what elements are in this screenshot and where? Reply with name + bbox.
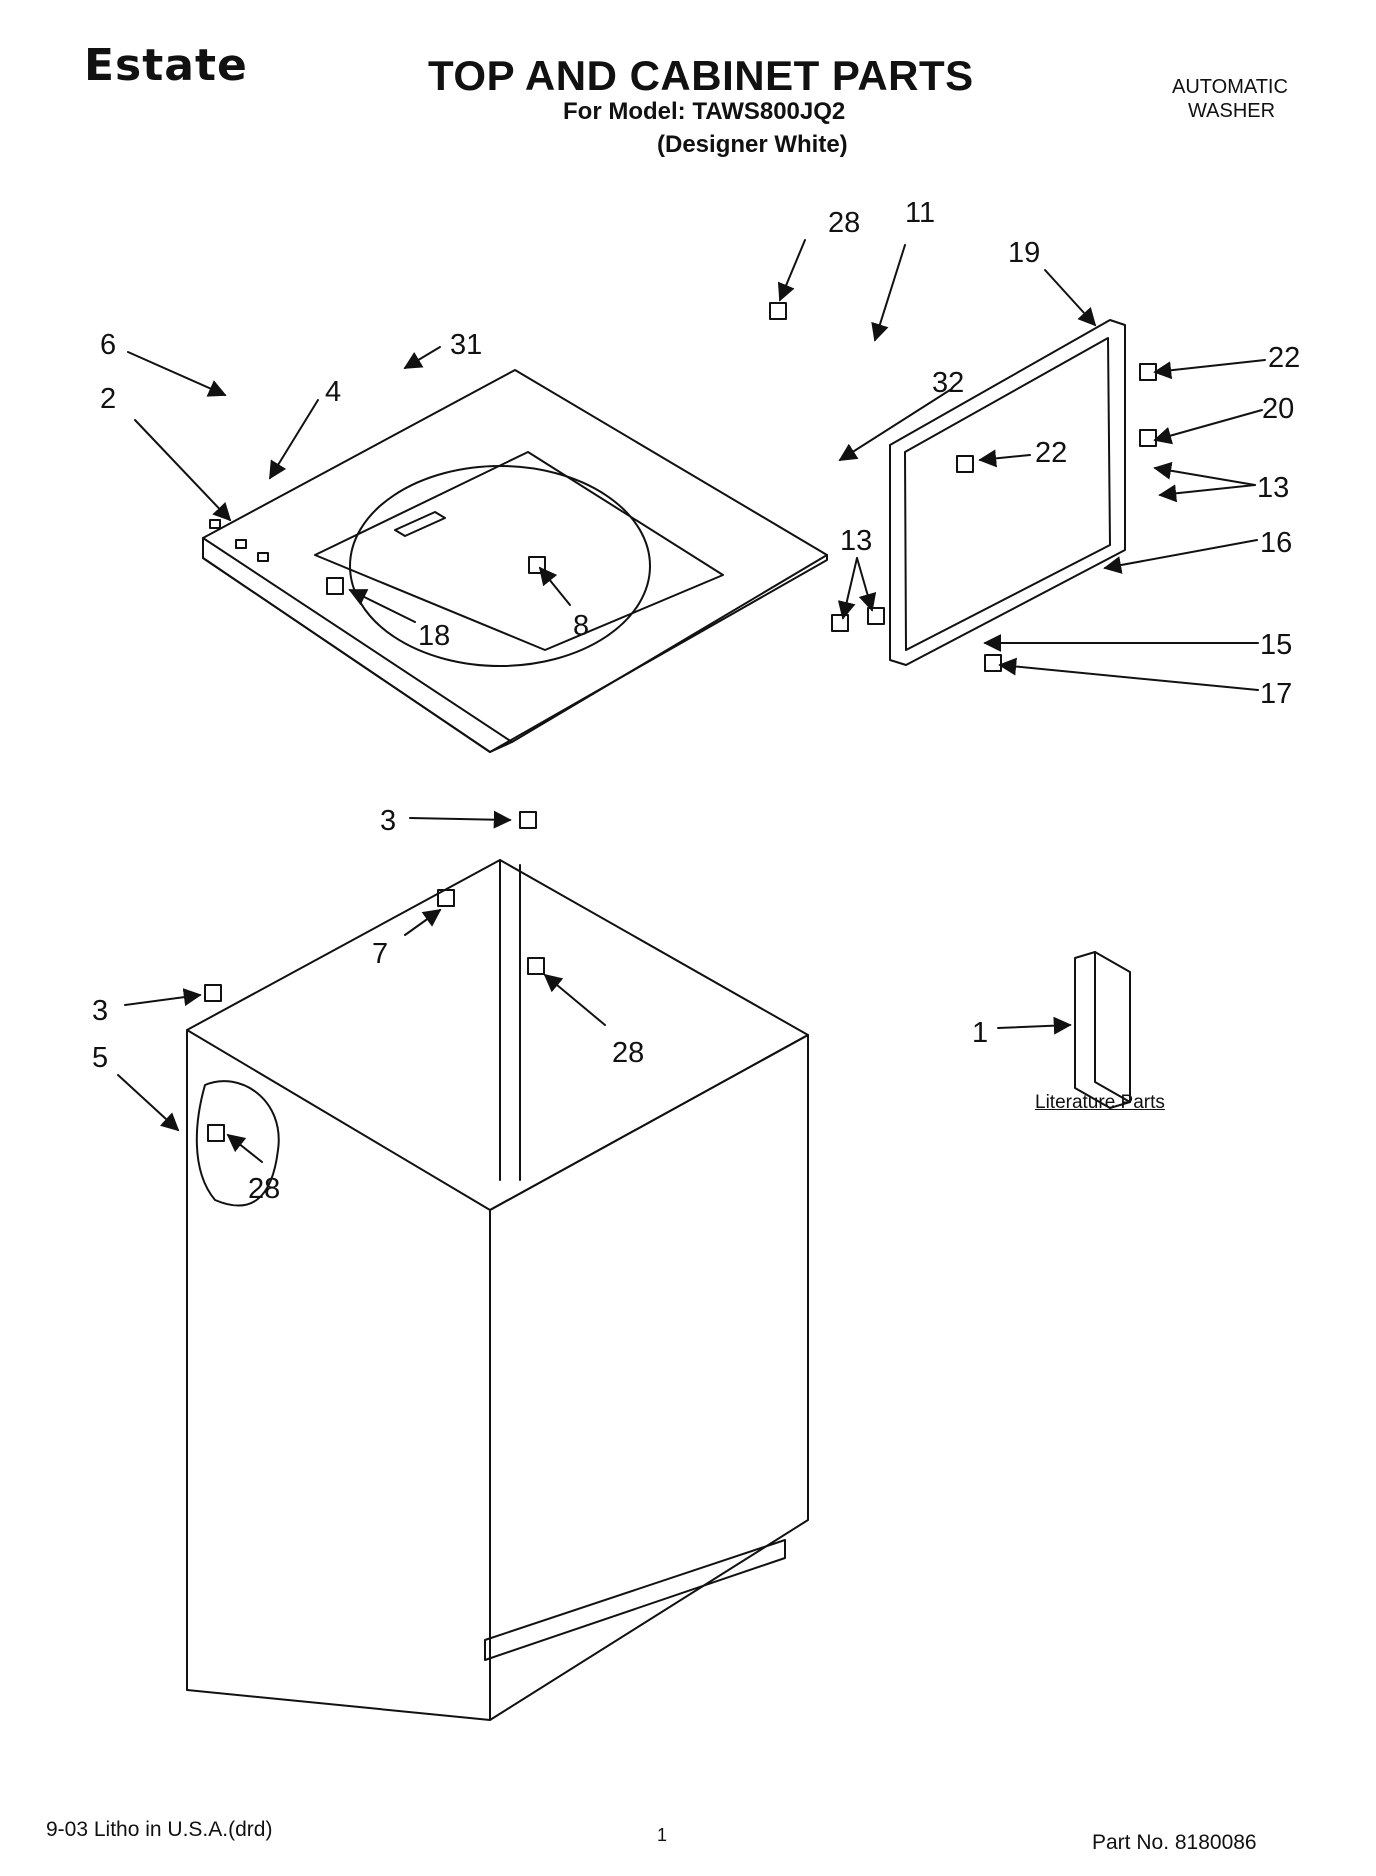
footer-litho: 9-03 Litho in U.S.A.(drd) [46, 1818, 273, 1841]
product-type-line2: WASHER [1188, 100, 1276, 122]
literature-booklet [1074, 951, 1131, 1109]
callout-22-a: 22 [1268, 342, 1300, 374]
variant-line: (Designer White) [657, 131, 848, 158]
callout-8: 8 [573, 610, 589, 642]
washer-top-part [202, 369, 828, 753]
model-line: For Model: TAWS800JQ2 [563, 98, 846, 125]
callout-7: 7 [372, 938, 388, 970]
callout-28-c: 28 [248, 1173, 280, 1205]
callout-3-a: 3 [380, 805, 396, 837]
leader-lines [117, 239, 1266, 1163]
cabinet-part [186, 859, 809, 1721]
footer-part-number: Part No. 8180086 [1092, 1831, 1257, 1854]
callout-28-a: 28 [828, 207, 860, 239]
callout-3-b: 3 [92, 995, 108, 1027]
callout-4: 4 [325, 376, 341, 408]
small-fasteners [204, 302, 1157, 1142]
callouts: 28 11 19 22 6 31 2 4 32 20 22 13 16 8 18… [92, 197, 1300, 1205]
callout-11: 11 [905, 197, 935, 229]
callout-20: 20 [1262, 393, 1294, 425]
callout-2: 2 [100, 383, 116, 415]
callout-28-b: 28 [612, 1037, 644, 1069]
callout-5: 5 [92, 1042, 108, 1074]
callout-17: 17 [1260, 678, 1292, 710]
callout-15: 15 [1260, 629, 1292, 661]
callout-19: 19 [1008, 237, 1040, 269]
callout-22-b: 22 [1035, 437, 1067, 469]
lid-frame-part [889, 319, 1126, 666]
brand-logo: Estate [84, 40, 248, 91]
footer-page-number: 1 [657, 1825, 668, 1845]
page-title: TOP AND CABINET PARTS [428, 52, 974, 99]
callout-13-b: 13 [840, 525, 872, 557]
literature-parts-label: Literature Parts [1035, 1092, 1165, 1113]
callout-31: 31 [450, 329, 482, 361]
callout-16: 16 [1260, 527, 1292, 559]
product-type-line1: AUTOMATIC [1172, 76, 1288, 98]
callout-1: 1 [972, 1017, 988, 1049]
callout-6: 6 [100, 329, 116, 361]
callout-13-a: 13 [1257, 472, 1289, 504]
callout-32: 32 [932, 367, 964, 399]
callout-18: 18 [418, 620, 450, 652]
